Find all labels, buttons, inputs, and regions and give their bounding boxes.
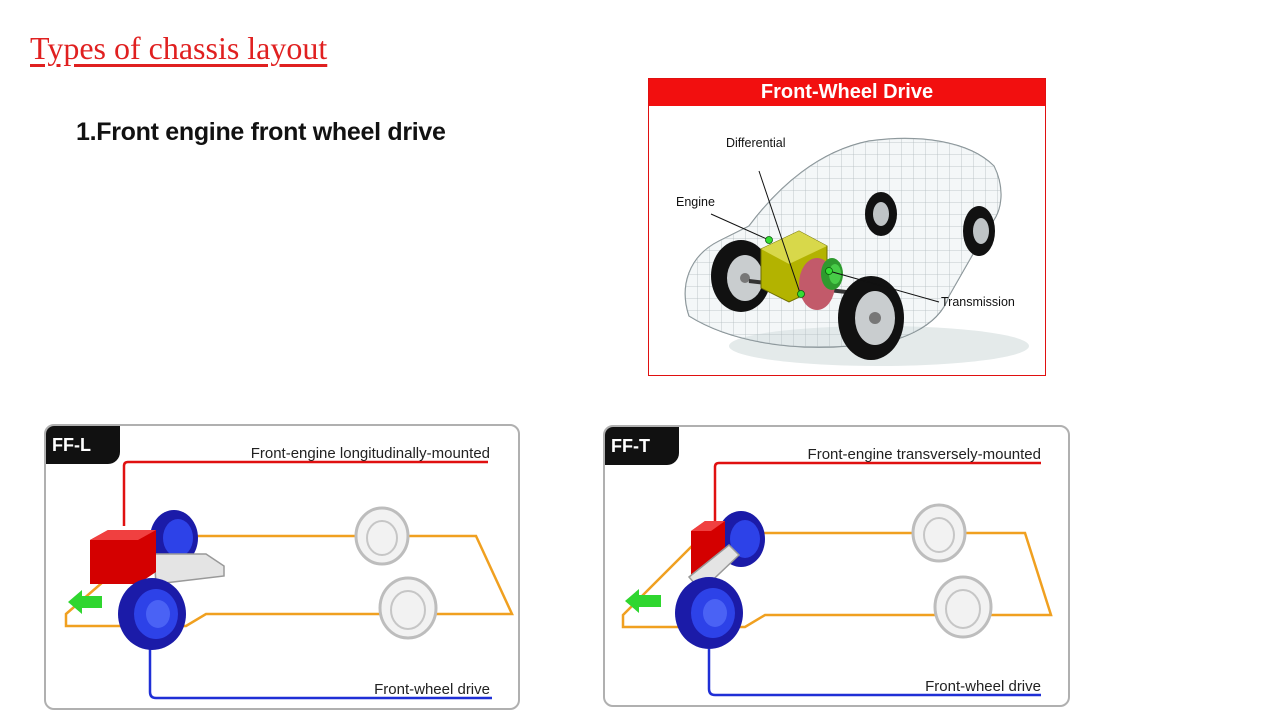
bullet-point: 1.Front engine front wheel drive <box>76 118 446 146</box>
layout-tag: FF-L <box>46 426 120 464</box>
front-wheel-drive-figure: Front-Wheel Drive <box>648 78 1046 376</box>
drive-label: Front-wheel drive <box>374 681 490 698</box>
engine-mount-label: Front-engine transversely-mounted <box>808 446 1041 463</box>
ff-longitudinal-diagram: Front-engine longitudinally-mounted Fron… <box>64 445 514 700</box>
car-illustration: Differential Engine Transmission <box>676 136 1029 366</box>
figure-header: Front-Wheel Drive <box>649 79 1045 106</box>
layout-tag: FF-T <box>605 427 679 465</box>
ff-longitudinal-card: Front-engine longitudinally-mounted Fron… <box>44 424 520 710</box>
ff-transverse-diagram: Front-engine transversely-mounted Front-… <box>621 446 1053 697</box>
label-engine: Engine <box>676 195 715 209</box>
label-transmission: Transmission <box>941 295 1015 309</box>
transmission-leader <box>828 270 940 303</box>
direction-arrow <box>68 590 102 614</box>
engine-mount-label: Front-engine longitudinally-mounted <box>251 445 490 462</box>
direction-arrow <box>625 589 661 613</box>
ff-transverse-card: Front-engine transversely-mounted Front-… <box>603 425 1070 707</box>
engine-leader <box>710 213 770 241</box>
label-differential: Differential <box>726 136 786 150</box>
engine-box <box>90 530 156 584</box>
drive-label: Front-wheel drive <box>925 678 1041 695</box>
chassis-outline <box>64 534 514 628</box>
slide-title: Types of chassis layout <box>30 30 328 66</box>
differential-leader <box>758 170 802 297</box>
gearbox <box>153 553 225 585</box>
